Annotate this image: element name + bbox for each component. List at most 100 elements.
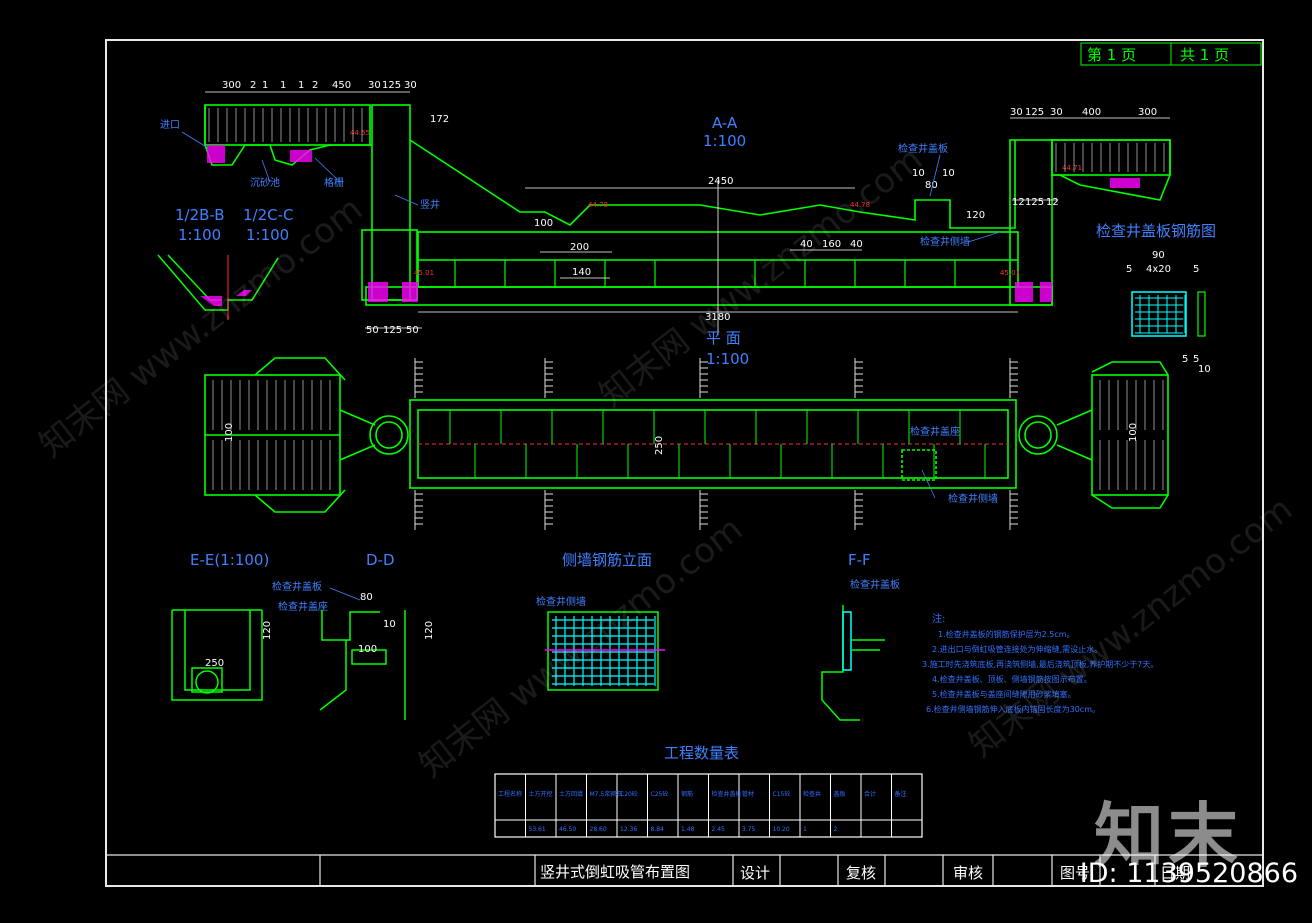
table-value-cell: 1: [803, 826, 807, 833]
dimension-text: 300 2 1 1 1 2 450 30 125 30 30 125 30 40…: [222, 80, 1157, 336]
dim-dd-120: 120: [424, 621, 435, 640]
title-block-text: 竖井式倒虹吸管布置图 设计 复核 审核 图号 日期: [540, 863, 1190, 882]
dim-ee-120: 120: [262, 621, 273, 640]
elev-2: 44.78: [850, 201, 870, 209]
plan-dims: 250 100 100: [224, 423, 1139, 455]
quantity-table: 工程名称土方开挖53.61土方回填46.50M7.5浆砌石28.60C20砼12…: [494, 773, 923, 838]
label-cover: 检查井盖板: [898, 142, 948, 155]
dim-80: 80: [925, 180, 938, 191]
scale-ticks: [414, 358, 1018, 530]
label-sidewall: 检查井侧墙: [920, 235, 970, 248]
elev-3: 45.01: [414, 269, 434, 277]
dim-r30: 30: [1010, 107, 1023, 118]
table-value-cell: 8.84: [651, 826, 665, 833]
dim-dd-80: 80: [360, 592, 373, 603]
dim-dd-100: 100: [358, 644, 377, 655]
title-bb: 1/2B-B: [175, 206, 225, 224]
elev-4: 45.01: [1000, 269, 1020, 277]
dim-r30b: 30: [1050, 107, 1063, 118]
page-header: 第 1 页 共 1 页: [1080, 42, 1262, 66]
table-header-cell: 钢筋: [681, 790, 693, 798]
table-value-cell: 3.75: [742, 826, 756, 833]
title-cc: 1/2C-C: [243, 206, 294, 224]
elev-6: 44.71: [1062, 164, 1082, 172]
bb-hatch: [200, 290, 252, 306]
table-value-cell: 10.20: [773, 826, 790, 833]
page-total: 共 1 页: [1180, 46, 1229, 64]
note-4: 4.检查井盖板、顶板、侧墙钢筋按图示布置。: [932, 674, 1092, 684]
label-ff-cover: 检查井盖板: [850, 578, 900, 591]
table-value-cell: 2: [834, 826, 838, 833]
elev-5: 44.55: [350, 129, 370, 137]
dim-cover-10: 10: [1198, 364, 1211, 375]
note-6: 6.检查井侧墙钢筋伸入底板内锚固长度为30cm。: [926, 704, 1100, 714]
dim-172: 172: [430, 114, 449, 125]
dim-b50: 50: [366, 325, 379, 336]
label-seat: 检查井盖座: [910, 425, 960, 438]
dim-2450: 2450: [708, 176, 733, 187]
brand-watermark: 知末: [1094, 795, 1242, 877]
dim-2a: 2: [250, 80, 256, 91]
label-sedi: 沉砂池: [250, 176, 280, 189]
table-header-cell: C20砼: [620, 790, 638, 798]
dim-200: 200: [570, 242, 589, 253]
dim-30a: 30: [368, 80, 381, 91]
elev-1: 44.78: [588, 201, 608, 209]
table-header-cell: 备注: [895, 790, 907, 798]
dim-450: 450: [332, 80, 351, 91]
note-2: 2.进出口与倒虹吸管连接处为伸缩缝,需设止水。: [932, 644, 1102, 654]
title-aa: A-A: [712, 114, 738, 132]
title-block: [106, 854, 1263, 886]
title-aa-scale: 1:100: [703, 132, 746, 150]
dim-1b: 1: [280, 80, 286, 91]
dim-300: 300: [222, 80, 241, 91]
table-header-cell: 检查井盖板: [712, 790, 742, 798]
design-label: 设计: [740, 864, 770, 882]
label-shaft: 竖井: [420, 198, 440, 211]
dim-100: 100: [534, 218, 553, 229]
label-filt: 格栅: [324, 176, 344, 189]
dim-140: 140: [572, 267, 591, 278]
dim-cover-5a: 5: [1126, 264, 1132, 275]
title-dd: D-D: [366, 551, 395, 569]
leader-lines: [181, 131, 1001, 601]
dim-r400: 400: [1082, 107, 1101, 118]
table-header-cell: 土方开挖: [529, 790, 553, 798]
figno-label: 图号: [1060, 864, 1090, 882]
dim-br12b: 12: [1046, 197, 1059, 208]
dim-br12: 12: [1012, 197, 1025, 208]
drawing-title: 竖井式倒虹吸管布置图: [540, 863, 690, 881]
dim-br125: 125: [1025, 197, 1044, 208]
dim-10b: 10: [942, 168, 955, 179]
section-ee: [171, 609, 263, 701]
dim-120: 120: [966, 210, 985, 221]
dim-r300: 300: [1138, 107, 1157, 118]
note-title: 注:: [932, 612, 945, 625]
dim-plan-100a: 100: [224, 423, 235, 442]
cover-rebar: 90 4x20 5 5 5 5 10: [1126, 250, 1211, 375]
plan-view: [204, 357, 1169, 513]
dim-ee-250: 250: [205, 658, 224, 669]
title-table: 工程数量表: [664, 744, 739, 762]
date-label: 日期: [1160, 864, 1190, 882]
note-1: 1.检查井盖板的钢筋保护层为2.5cm。: [938, 629, 1075, 639]
title-ee: E-E(1:100): [190, 551, 269, 569]
table-header-cell: 土方回填: [559, 790, 583, 798]
masonry-hatch: [207, 145, 1140, 302]
dim-cover-4x20: 4x20: [1146, 264, 1171, 275]
table-header-cell: 合计: [864, 790, 876, 798]
dd-dims: 80 10 100 120: [358, 592, 435, 655]
dim-3180: 3180: [705, 312, 730, 323]
paving-hatch: [208, 108, 1165, 490]
plan-ribs: [449, 410, 986, 478]
table-value-cell: 1.48: [681, 826, 695, 833]
dim-10a: 10: [912, 168, 925, 179]
dim-2b: 2: [312, 80, 318, 91]
review-label: 审核: [953, 864, 983, 882]
table-value-cell: 46.50: [559, 826, 576, 833]
section-ff: [821, 605, 885, 721]
dim-1a: 1: [262, 80, 268, 91]
title-wall: 侧墙钢筋立面: [562, 551, 652, 569]
dim-dd-10: 10: [383, 619, 396, 630]
